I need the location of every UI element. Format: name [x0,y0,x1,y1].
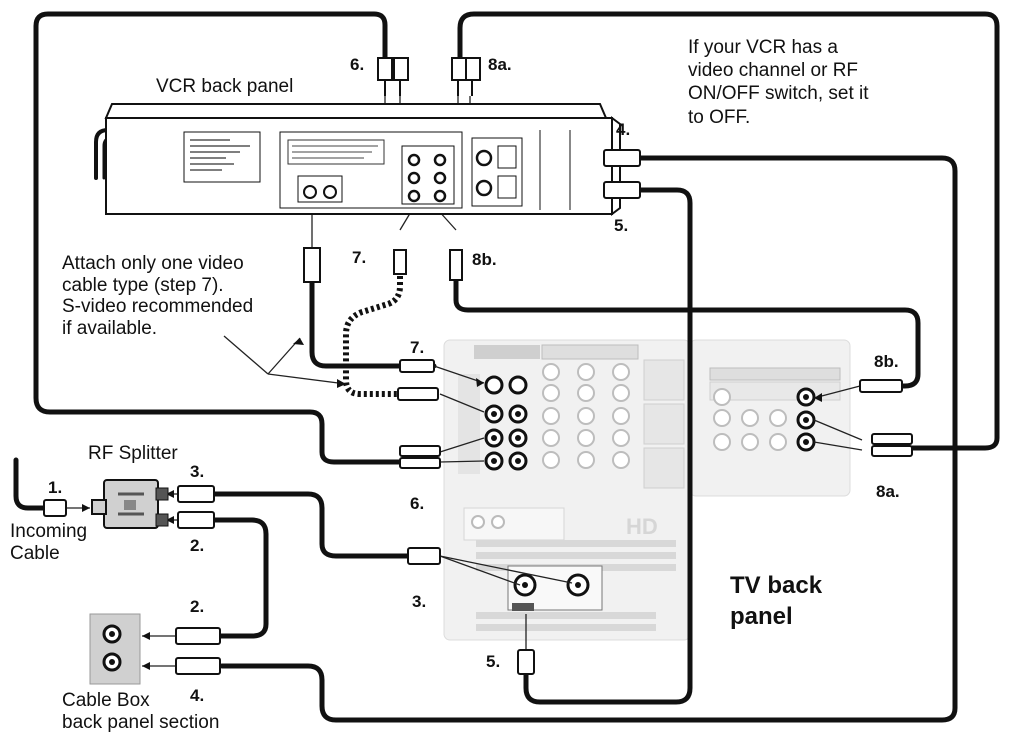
rf-splitter-label: RF Splitter [88,443,178,464]
step-7-vcr-label: 7. [352,248,367,267]
cable-step-5 [523,187,693,705]
attach-video-note: Attach only one video cable type (step 7… [62,253,254,339]
tv-back-panel-label: TV back panel [730,572,823,631]
step-1-label: 1. [48,478,63,497]
cable-step-2 [212,517,269,639]
step-3-tv-label: 3. [412,592,427,611]
step-5-tv-label: 5. [486,652,501,671]
step-8a-top-label: 8a. [488,55,512,74]
cable-composite-video [343,270,403,397]
step-8b-right-label: 8b. [874,352,899,371]
cable-step-3 [212,491,411,559]
cable-step-6 [33,11,403,465]
cables [13,11,1000,723]
step-5-vcr-label: 5. [614,216,629,235]
step-7-tv-label: 7. [410,338,425,357]
cable-box-label: Cable Box back panel section [62,690,220,734]
connector-plugs [43,57,913,675]
tv-hd-logo: HD [626,514,658,539]
cable-step-8a [457,11,1000,451]
step-8b-vcr-label: 8b. [472,250,497,269]
cable-step-4 [219,155,958,723]
step-6-tv-label: 6. [410,494,425,513]
vcr-back-panel-label: VCR back panel [156,76,294,97]
step-3-splitter-label: 3. [190,462,205,481]
step-4-cablebox-label: 4. [190,686,205,705]
tv-back-panel [443,339,851,641]
vcr-unit [104,103,621,216]
incoming-cable-label: Incoming Cable [10,521,88,564]
vcr-switch-note: If your VCR has a video channel or RF ON… [688,37,869,128]
cable-incoming [13,457,47,511]
cable-box-panel [89,613,141,685]
rf-splitter [91,479,169,529]
step-4-vcr-label: 4. [616,120,631,139]
cable-step-7 [309,279,437,369]
step-8a-right-label: 8a. [876,482,900,501]
step-2-splitter-label: 2. [190,536,205,555]
cable-step-8b [453,277,921,389]
step-6-top-label: 6. [350,55,365,74]
step-2-cablebox-label: 2. [190,597,205,616]
